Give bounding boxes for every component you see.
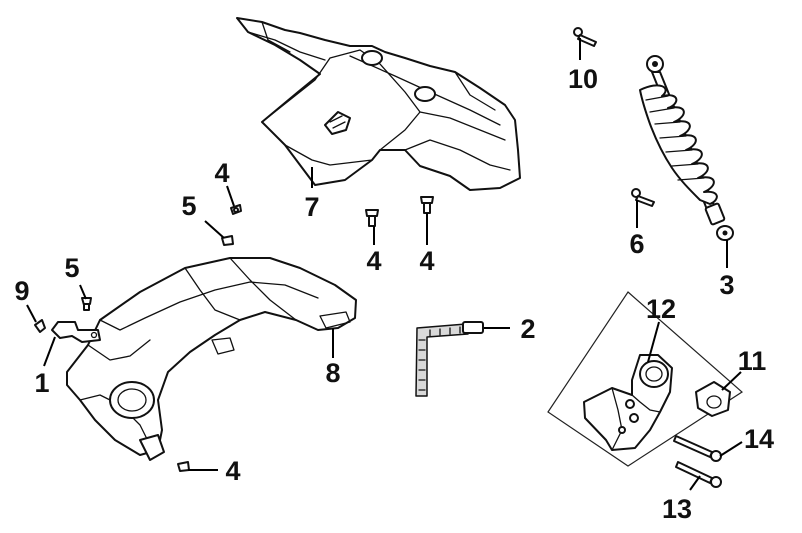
callout-14: 14 [744,424,774,454]
part-14-bolt [673,435,722,462]
part-5-screw-b [81,297,92,311]
subassembly-box [547,291,743,467]
callout-4-c: 4 [214,158,229,188]
callout-3: 3 [719,270,734,300]
callout-5-a: 5 [181,191,196,221]
callout-4-a: 4 [366,246,381,276]
callout-10: 10 [568,64,598,94]
callout-11: 11 [738,346,767,376]
part-11-bushing [695,381,731,417]
part-2-stay [415,321,484,397]
callout-6: 6 [629,229,644,259]
callout-13: 13 [662,494,692,524]
leader-lines [26,38,743,491]
callout-8: 8 [325,358,340,388]
callout-4-d: 4 [225,456,240,486]
part-1-bracket [34,319,101,343]
callout-labels: 7 8 1 9 4 4 4 5 5 4 2 10 6 3 12 11 14 13 [14,64,774,524]
part-12-swing-bracket [583,354,673,451]
callout-12: 12 [646,294,676,324]
part-3-shock-absorber [639,55,734,241]
callout-9: 9 [14,276,29,306]
part-4-screw-a [365,209,379,227]
part-5-screw-a [221,235,234,246]
callout-7: 7 [304,192,319,222]
callout-5-b: 5 [64,253,79,283]
part-6-bolt [631,188,655,207]
part-7-rear-cover [236,17,521,191]
callout-2: 2 [520,314,535,344]
part-13-bolt [675,461,722,488]
part-4-screw-b [420,196,434,214]
callout-4-b: 4 [419,246,434,276]
callout-1: 1 [34,368,49,398]
part-8-rear-fender [66,257,357,461]
part-10-bolt [573,27,597,47]
part-4-screw-c [230,204,242,215]
part-4-screw-d [177,461,190,472]
